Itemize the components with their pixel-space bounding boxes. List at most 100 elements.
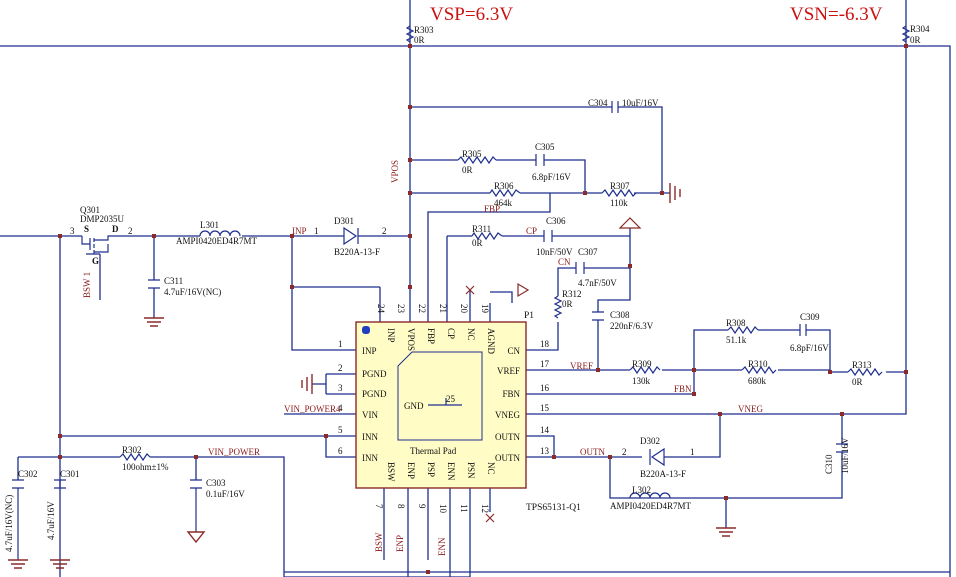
capacitor-c309[interactable]: C309 6.8pF/16V bbox=[790, 312, 829, 353]
net-fbn: FBN bbox=[674, 384, 692, 394]
ic-pin6-name: INN bbox=[362, 453, 378, 463]
ic-pin9-num: 9 bbox=[417, 504, 427, 509]
ic-part-number: TPS65131-Q1 bbox=[526, 503, 581, 513]
ic-pin6-num: 6 bbox=[338, 446, 343, 456]
c303-value: 0.1uF/16V bbox=[206, 489, 245, 499]
diode-d301[interactable]: D301 B220A-13-F bbox=[334, 216, 380, 257]
resistor-r308[interactable]: R308 51.1k bbox=[726, 318, 759, 345]
ic-pin14-name: OUTN bbox=[495, 432, 520, 442]
r311-value: 0R bbox=[472, 238, 483, 248]
ic-pin16-num: 16 bbox=[540, 383, 550, 393]
ic-pin2-name: PGND bbox=[362, 369, 387, 379]
resistor-r307[interactable]: R307 110k bbox=[601, 181, 637, 208]
ground-symbols bbox=[8, 183, 736, 569]
ic-pin16-name: FBN bbox=[502, 389, 520, 399]
resistor-r312[interactable]: R312 0R bbox=[553, 289, 582, 319]
capacitor-c302[interactable]: C302 4.7uF/16V(NC) bbox=[4, 469, 38, 560]
ic-pin20-name: NC bbox=[466, 328, 476, 341]
ic-tps65131[interactable]: GND 25 Thermal Pad P1 TPS65131-Q1 INP PG… bbox=[338, 304, 581, 514]
capacitor-c304[interactable]: C304 10uF/16V bbox=[588, 98, 659, 113]
resistor-r311[interactable]: R311 0R bbox=[471, 224, 503, 248]
r310-ref: R310 bbox=[748, 359, 768, 369]
ic-pin11-num: 11 bbox=[459, 504, 469, 513]
r313-value: 0R bbox=[852, 377, 863, 387]
inductor-l302[interactable]: L302 AMPI0420ED4R7MT bbox=[610, 485, 692, 511]
net-d302-pin1: 1 bbox=[690, 447, 695, 457]
d301-value: B220A-13-F bbox=[334, 247, 380, 257]
net-vref: VREF bbox=[570, 361, 593, 371]
resistor-r305[interactable]: R305 0R bbox=[457, 149, 497, 175]
ic-pin3-num: 3 bbox=[338, 383, 343, 393]
r307-value: 110k bbox=[610, 198, 628, 208]
net-outn: OUTN bbox=[580, 447, 605, 457]
ic-pin1-num: 1 bbox=[338, 339, 343, 349]
ic-pin19-name: AGND bbox=[486, 328, 496, 354]
c309-value: 6.8pF/16V bbox=[790, 343, 829, 353]
c310-ref: C310 bbox=[824, 454, 834, 474]
resistor-r303[interactable]: R303 0R bbox=[405, 25, 434, 45]
mosfet-q301[interactable]: Q301 DMP2035U S D G 3 2 bbox=[70, 205, 133, 266]
capacitor-c303[interactable]: C303 0.1uF/16V bbox=[190, 478, 245, 532]
ic-thermal-pad-label: Thermal Pad bbox=[410, 446, 457, 456]
ic-pin4-num: 4 bbox=[338, 403, 343, 413]
capacitor-c307[interactable]: C307 4.7nF/50V bbox=[575, 247, 617, 288]
net-bsw1: BSW 1 bbox=[82, 272, 92, 298]
resistor-r313[interactable]: R313 0R bbox=[847, 360, 883, 387]
vsn-rail-label: VSN=-6.3V bbox=[790, 4, 883, 25]
ic-pin4-name: VIN bbox=[362, 410, 378, 420]
ic-pin24-name: INP bbox=[386, 328, 396, 343]
ic-pin15-num: 15 bbox=[540, 403, 550, 413]
c307-value: 4.7nF/50V bbox=[578, 278, 617, 288]
resistor-r302[interactable]: R302 100ohm±1% bbox=[119, 445, 169, 472]
net-inp-pin1: 1 bbox=[314, 226, 319, 236]
r302-ref: R302 bbox=[122, 445, 142, 455]
capacitor-c306[interactable]: C306 10nF/50V bbox=[536, 216, 573, 257]
d301-ref: D301 bbox=[334, 216, 354, 226]
net-d301-pin2: 2 bbox=[382, 226, 387, 236]
ic-pin22-num: 22 bbox=[417, 304, 427, 313]
ic-pin7-name: BSW bbox=[386, 462, 396, 482]
resistor-r309[interactable]: R309 130k bbox=[629, 359, 661, 386]
ic-pin18-num: 18 bbox=[540, 339, 550, 349]
c305-ref: C305 bbox=[535, 142, 555, 152]
resistor-r310[interactable]: R310 680k bbox=[741, 359, 777, 386]
r308-ref: R308 bbox=[726, 318, 746, 328]
c307-ref: C307 bbox=[578, 247, 598, 257]
c311-ref: C311 bbox=[164, 276, 183, 286]
c306-ref: C306 bbox=[546, 216, 566, 226]
ic-pin9-name: PSP bbox=[426, 462, 436, 477]
diode-d302[interactable]: D302 B220A-13-F bbox=[640, 436, 686, 479]
r303-value: 0R bbox=[414, 35, 425, 45]
ic-pad-pin: 25 bbox=[446, 394, 456, 404]
c303-ref: C303 bbox=[206, 478, 226, 488]
r302-value: 100ohm±1% bbox=[122, 462, 169, 472]
net-bsw: BSW bbox=[374, 532, 384, 552]
resistor-r304[interactable]: R304 0R bbox=[901, 24, 930, 45]
q301-drain-label: D bbox=[112, 224, 119, 234]
net-vneg: VNEG bbox=[738, 404, 763, 414]
ic-pin23-num: 23 bbox=[396, 304, 406, 314]
c301-ref: C301 bbox=[60, 469, 80, 479]
resistor-r306[interactable]: R306 464k bbox=[489, 181, 521, 208]
r307-ref: R307 bbox=[610, 181, 630, 191]
d302-value: B220A-13-F bbox=[640, 469, 686, 479]
ic-pin5-name: INN bbox=[362, 432, 378, 442]
net-vin-power4: VIN_POWER4 bbox=[284, 404, 341, 414]
capacitor-c305[interactable]: C305 6.8pF/16V bbox=[532, 142, 571, 182]
junctions bbox=[58, 44, 908, 574]
c308-ref: C308 bbox=[610, 310, 630, 320]
capacitor-c301[interactable]: C301 4.7uF/16V bbox=[46, 469, 80, 540]
net-vpos: VPOS bbox=[390, 160, 400, 183]
q301-ref: Q301 bbox=[80, 205, 100, 215]
inductor-l301[interactable]: L301 AMPI0420ED4R7MT bbox=[176, 220, 258, 246]
ic-pin18-name: CN bbox=[507, 346, 520, 356]
capacitor-c308[interactable]: C308 220nF/6.3V bbox=[592, 310, 654, 331]
r313-ref: R313 bbox=[852, 360, 872, 370]
ic-pin17-name: VREF bbox=[497, 366, 520, 376]
capacitor-c311[interactable]: C311 4.7uF/16V(NC) bbox=[148, 276, 221, 297]
net-enn: ENN bbox=[437, 537, 447, 556]
capacitor-c310[interactable]: C310 10uF/16V bbox=[824, 437, 850, 474]
ic-pin13-name: OUTN bbox=[495, 453, 520, 463]
